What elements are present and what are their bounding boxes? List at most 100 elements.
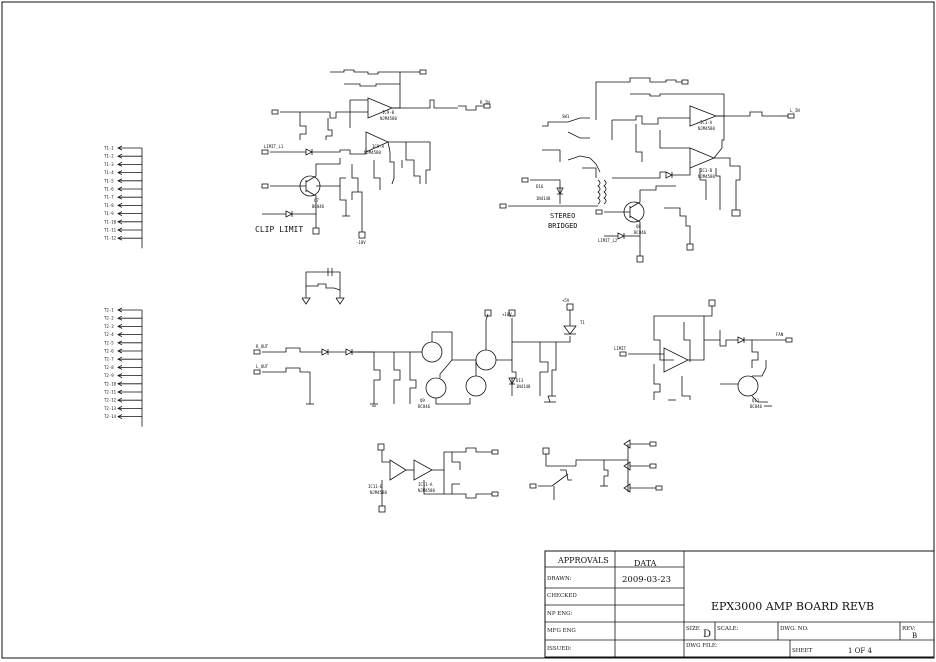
diode-d19 — [623, 461, 631, 471]
pin-label: T2-5 — [104, 340, 114, 345]
part-d13: D13 — [516, 378, 524, 383]
part-ic1a: IC1-A — [700, 120, 713, 125]
net-l-in: L_IN — [790, 108, 800, 113]
pin-label: T2-6 — [104, 349, 114, 354]
connector-r2 — [681, 79, 689, 85]
diode-d13-mid — [508, 377, 516, 385]
connector-r-out — [483, 103, 491, 109]
pin-label: T2-13 — [104, 406, 117, 411]
diode-clip — [285, 210, 293, 218]
net-limit-l1: LIMIT_L1 — [264, 144, 284, 149]
drawn-label: DRAWN: — [547, 576, 572, 582]
part-ic9b: IC9-B — [382, 110, 395, 115]
dwg-file-label: DWG FILE: — [686, 643, 718, 649]
pin-label: T1-3 — [104, 162, 114, 167]
pin-label: T1-9 — [104, 211, 114, 216]
net-limit: LIMIT — [614, 346, 627, 351]
checked-label: CHECKED — [547, 593, 577, 599]
transistor-q10 — [465, 375, 487, 397]
part-sw1: SW1 — [562, 114, 570, 119]
part-ic9b-sub: NJM4580 — [380, 116, 397, 121]
diode-limit-b — [617, 232, 625, 240]
scale-label: SCALE: — [717, 626, 739, 632]
connector-limit-b — [595, 209, 603, 215]
transistor-q9 — [475, 349, 497, 371]
optocoupler — [560, 469, 572, 481]
buffer-circuit — [377, 443, 499, 513]
size-label: SIZE — [686, 626, 700, 632]
pin-label: T1-12 — [104, 236, 117, 241]
rev-value: B — [912, 632, 917, 640]
pin-label: T1-6 — [104, 187, 114, 192]
net-fan: FAN — [776, 332, 784, 337]
connector-limit-c — [619, 351, 627, 357]
pin-label: T1-4 — [104, 170, 114, 175]
diode-d22 — [345, 348, 353, 356]
net-pos5: +5V — [562, 298, 570, 303]
connector-r-out-mid — [253, 349, 261, 355]
approvals-label: APPROVALS — [557, 556, 609, 565]
opamp-ic1a — [689, 105, 718, 127]
clip-limit-label: CLIP LIMIT — [255, 225, 303, 234]
net-r-out: R_OUT — [256, 344, 269, 349]
part-q9-sub: BC846 — [418, 404, 431, 409]
connector-limit-l3 — [529, 483, 537, 489]
connector-15v-b — [708, 299, 716, 307]
title-block — [544, 550, 935, 658]
opamp-ic1b — [689, 147, 716, 169]
part-q7-sub: BC846 — [312, 204, 325, 209]
part-ic9a-sub: NJM4580 — [364, 150, 381, 155]
part-ic1a-sub: NJM4580 — [698, 126, 715, 131]
connector-neg-b1 — [731, 209, 741, 217]
connector-limit-d — [542, 447, 550, 455]
part-q11-sub: BC846 — [750, 404, 763, 409]
switch-sw1 — [542, 117, 590, 127]
pin-label: T2-14 — [104, 414, 117, 419]
pin-label: T2-7 — [104, 357, 114, 362]
connector-neg-c2 — [491, 491, 499, 497]
opamp-ic9a — [365, 131, 389, 153]
np-eng-label: NP ENG: — [547, 611, 572, 617]
channel-b-circuit — [499, 77, 795, 263]
mfg-eng-label: MFG ENG — [547, 628, 576, 634]
pin-label: T2-12 — [104, 398, 117, 403]
diode-d20 — [623, 483, 631, 493]
part-d16-sub: 1N4148 — [536, 196, 551, 201]
pin-label: T2-1 — [104, 308, 114, 313]
pin-label: T1-7 — [104, 195, 114, 200]
pin-label: T2-2 — [104, 316, 114, 321]
part-d16: D16 — [536, 184, 544, 189]
connector-limit-1 — [261, 183, 269, 189]
connector-neg-a — [358, 231, 366, 239]
connector-limit-b2 — [636, 255, 644, 263]
issued-label: ISSUED: — [547, 646, 572, 652]
part-d13-sub: 1N4148 — [516, 384, 531, 389]
opamp-ic11 — [663, 347, 689, 373]
channel-a-circuit — [261, 69, 491, 239]
connector-r1 — [419, 69, 427, 75]
part-ic11a-sub: NJM4580 — [418, 488, 435, 493]
drawn-date: 2009-03-23 — [622, 575, 671, 585]
connector-limit-out — [655, 485, 663, 491]
sheet-label: SHEET — [792, 648, 813, 654]
size-value: D — [703, 629, 711, 640]
stereo-label: STEREO — [550, 212, 575, 220]
pin-label: T1-5 — [104, 178, 114, 183]
coil-t1 — [597, 179, 601, 205]
part-ic1b: IC1-B — [700, 168, 713, 173]
opamp-ic11a — [413, 459, 433, 481]
connector-l-out-mid — [253, 369, 261, 375]
connector-fan-pos — [566, 303, 574, 311]
part-ic9a: IC9-A — [372, 144, 385, 149]
pin-label: T1-10 — [104, 219, 117, 224]
pin-label: T1-2 — [104, 154, 114, 159]
net-limit-l2: LIMIT_L2 — [598, 238, 618, 243]
connector-bridged — [499, 203, 507, 209]
connector-12v — [484, 309, 492, 317]
schematic-text: CLIP LIMIT STEREO BRIDGED IC9-B NJM4580 … — [255, 100, 800, 495]
fan-driver-circuit — [253, 303, 577, 407]
pin-label: T2-3 — [104, 324, 114, 329]
